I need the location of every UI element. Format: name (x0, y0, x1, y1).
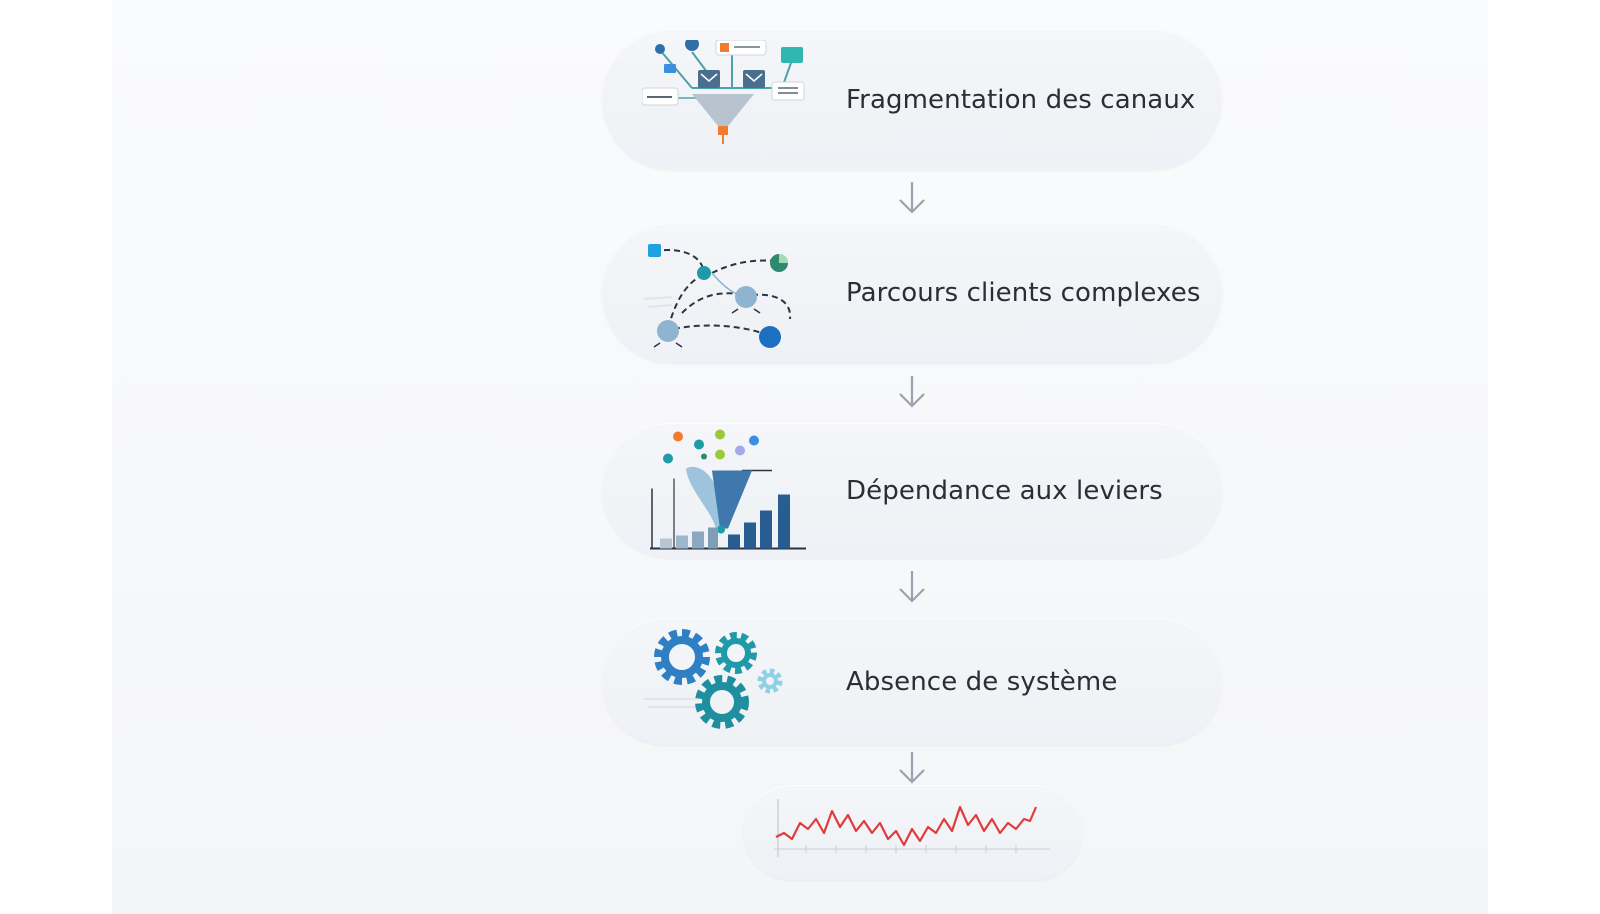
diagram-canvas: Fragmentation des canaux (112, 0, 1488, 914)
step-parcours-clients-complexes: Parcours clients complexes (602, 223, 1222, 363)
result-volatile-chart (744, 785, 1082, 880)
gears-icon (642, 627, 812, 737)
step-label: Parcours clients complexes (846, 278, 1201, 308)
step-fragmentation-des-canaux: Fragmentation des canaux (602, 29, 1222, 170)
customer-journey-icon (642, 233, 812, 353)
step-label: Absence de système (846, 667, 1117, 697)
arrow-down-icon (897, 180, 927, 216)
funnel-channels-icon (642, 40, 812, 160)
arrow-down-icon (897, 374, 927, 410)
arrow-down-icon (897, 750, 927, 786)
step-label: Fragmentation des canaux (846, 85, 1195, 115)
step-label: Dépendance aux leviers (846, 476, 1163, 506)
step-dependance-aux-leviers: Dépendance aux leviers (602, 423, 1222, 558)
funnel-bar-chart-icon (642, 428, 812, 553)
step-absence-de-systeme: Absence de système (602, 618, 1222, 745)
arrow-down-icon (897, 569, 927, 605)
volatile-line-chart-icon (766, 793, 1056, 873)
